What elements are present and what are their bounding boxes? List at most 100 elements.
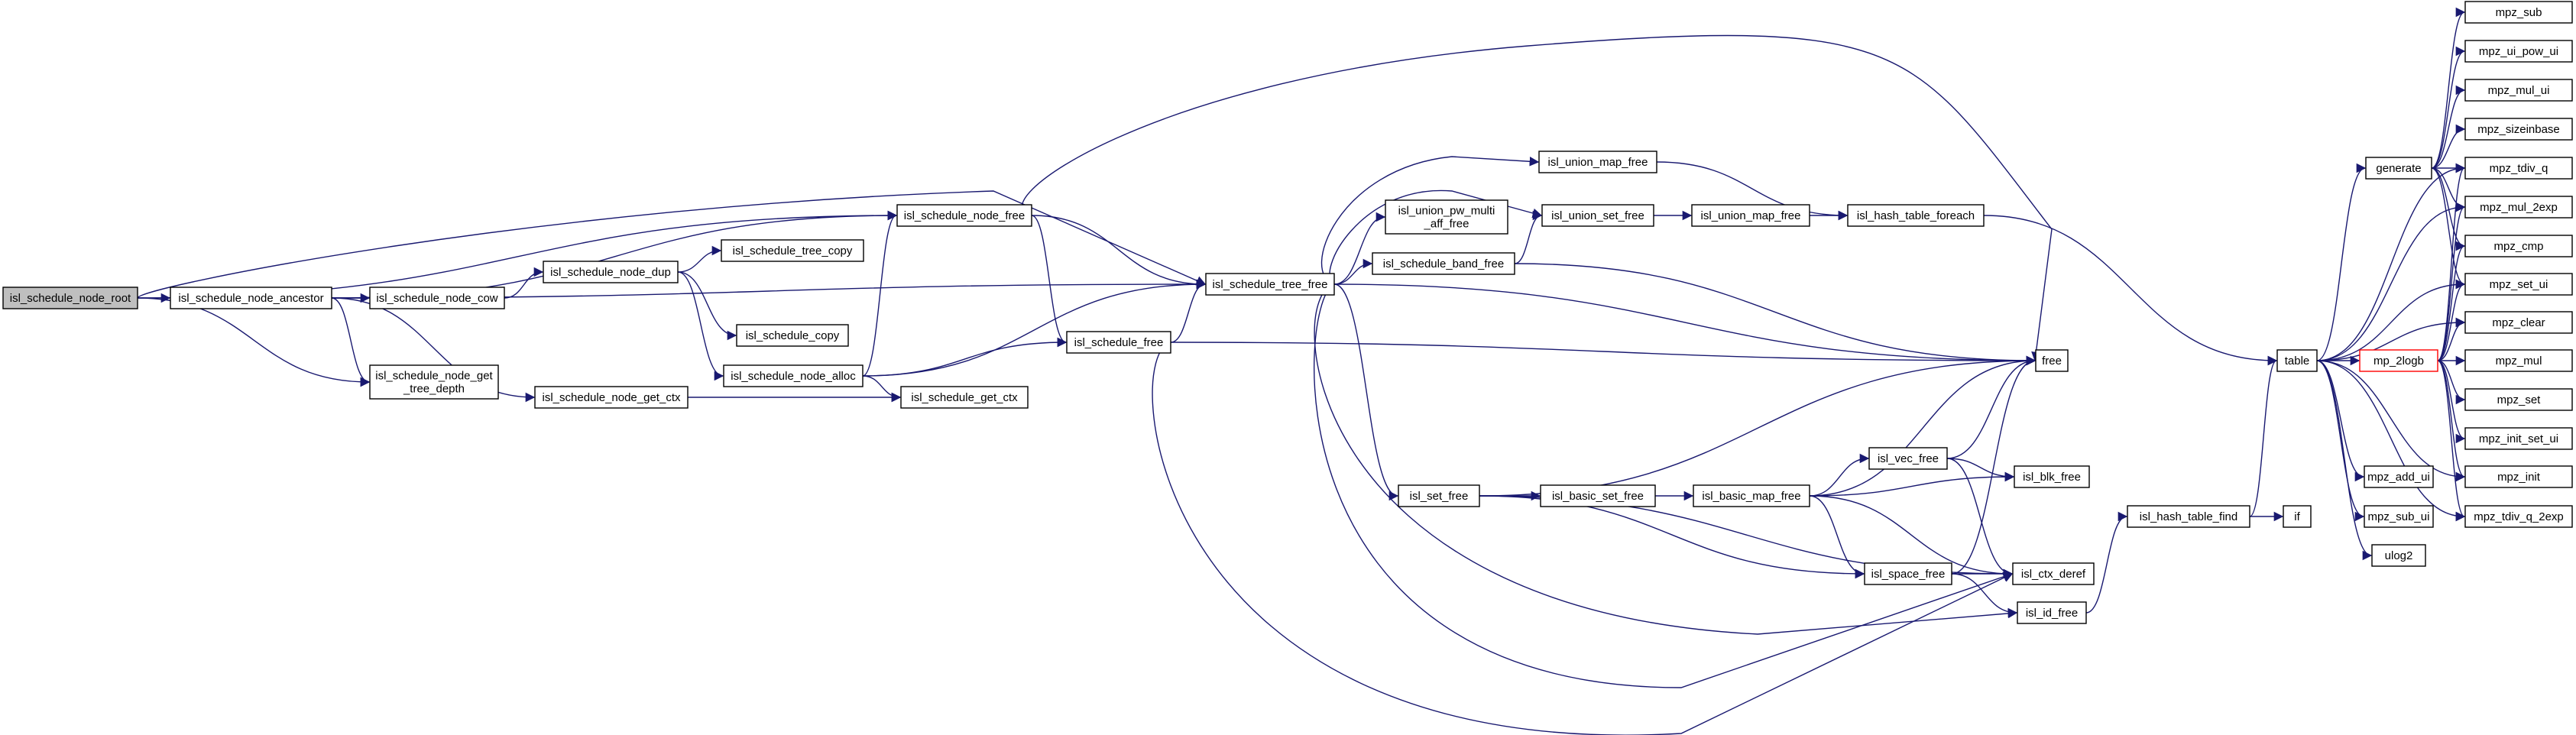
node-isl_schedule_copy[interactable]: isl_schedule_copy (736, 324, 849, 347)
node-isl_vec_free[interactable]: isl_vec_free (1868, 447, 1948, 470)
edge-table-to-mpz_clear (2316, 317, 2466, 361)
edge-isl_set_free-to-isl_ctx_deref (1479, 495, 2014, 579)
edge-table-to-ulog2 (2316, 360, 2373, 561)
node-isl_schedule_node_dup[interactable]: isl_schedule_node_dup (543, 261, 679, 283)
node-isl_union_map_free_mid[interactable]: isl_union_map_free (1691, 204, 1810, 227)
node-label: isl_schedule_node_get (375, 370, 493, 383)
node-mpz_init_set_ui[interactable]: mpz_init_set_ui (2464, 427, 2573, 450)
node-label: isl_hash_table_find (2140, 510, 2237, 523)
edge-isl_schedule_node_alloc-to-isl_schedule_tree_free (862, 279, 1207, 377)
node-isl_schedule_node_get_ctx[interactable]: isl_schedule_node_get_ctx (534, 386, 689, 409)
edge-isl_schedule_free-to-isl_ctx_deref (1152, 342, 2014, 735)
node-mpz_cmp[interactable]: mpz_cmp (2464, 235, 2573, 257)
edge-table-to-mpz_set_ui (2316, 279, 2466, 361)
node-label: mpz_ui_pow_ui (2479, 45, 2558, 58)
node-ulog2[interactable]: ulog2 (2371, 544, 2426, 567)
node-isl_schedule_node_root[interactable]: isl_schedule_node_root (2, 287, 138, 309)
node-label: generate (2376, 162, 2421, 175)
node-isl_basic_map_free[interactable]: isl_basic_map_free (1693, 484, 1810, 507)
edge-mp_2logb-to-mpz_mul_2exp (2437, 202, 2466, 361)
node-label: isl_schedule_node_alloc (731, 370, 856, 383)
node-label: isl_union_map_free (1701, 209, 1801, 222)
node-label: mpz_add_ui (2367, 471, 2430, 484)
node-mpz_add_ui[interactable]: mpz_add_ui (2364, 465, 2434, 488)
node-label: isl_hash_table_foreach (1857, 209, 1975, 222)
node-mpz_sizeinbase[interactable]: mpz_sizeinbase (2464, 118, 2573, 141)
node-mpz_sub[interactable]: mpz_sub (2464, 1, 2573, 24)
node-mpz_init[interactable]: mpz_init (2464, 465, 2573, 488)
nodes-layer: isl_schedule_node_root isl_schedule_node_… (2, 1, 2573, 624)
node-label: isl_union_pw_multi (1398, 205, 1495, 218)
node-isl_schedule_tree_copy[interactable]: isl_schedule_tree_copy (721, 239, 864, 262)
edge-isl_schedule_tree_free-to-isl_schedule_band_free (1333, 258, 1373, 285)
edge-isl_basic_map_free-to-isl_space_free (1809, 495, 1865, 579)
node-isl_schedule_free[interactable]: isl_schedule_free (1066, 331, 1171, 354)
node-label: isl_schedule_node_free (904, 209, 1025, 222)
node-isl_id_free[interactable]: isl_id_free (2017, 601, 2087, 624)
edge-isl_schedule_node_free-to-free (1021, 34, 2053, 362)
edge-isl_schedule_tree_free-to-isl_set_free (1333, 283, 1399, 501)
edge-isl_schedule_free-to-isl_schedule_tree_free (1170, 279, 1207, 343)
node-mpz_sub_ui[interactable]: mpz_sub_ui (2364, 505, 2434, 528)
node-isl_schedule_node_ancestor[interactable]: isl_schedule_node_ancestor (170, 287, 332, 309)
node-label: mpz_set (2497, 393, 2542, 406)
edge-mp_2logb-to-mpz_init_set_ui (2437, 360, 2466, 444)
edge-isl_schedule_tree_free-to-free (1333, 283, 2036, 366)
node-isl_hash_table_foreach[interactable]: isl_hash_table_foreach (1847, 204, 1985, 227)
edge-isl_basic_map_free-to-free (1809, 355, 2036, 497)
node-mp_2logb[interactable]: mp_2logb (2359, 349, 2438, 372)
node-free[interactable]: free (2035, 349, 2069, 372)
node-if[interactable]: if (2283, 505, 2312, 528)
node-isl_union_pw_multi_aff_free[interactable]: isl_union_pw_multi_aff_free (1385, 199, 1508, 235)
node-label: isl_schedule_node_get_ctx (543, 391, 681, 404)
node-mpz_mul_ui[interactable]: mpz_mul_ui (2464, 79, 2573, 102)
edge-table-to-mpz_init (2316, 360, 2466, 482)
node-label: isl_schedule_get_ctx (911, 391, 1018, 404)
node-isl_schedule_node_alloc[interactable]: isl_schedule_node_alloc (723, 364, 864, 387)
node-isl_blk_free[interactable]: isl_blk_free (2014, 465, 2090, 488)
node-mpz_tdiv_q_2exp[interactable]: mpz_tdiv_q_2exp (2464, 505, 2573, 528)
edge-generate-to-mpz_set_ui (2431, 167, 2466, 290)
node-mpz_set_ui[interactable]: mpz_set_ui (2464, 273, 2573, 296)
node-label: _aff_free (1424, 218, 1469, 231)
node-isl_union_set_free[interactable]: isl_union_set_free (1541, 204, 1654, 227)
node-label: isl_space_free (1871, 568, 1946, 581)
node-isl_space_free[interactable]: isl_space_free (1864, 562, 1952, 585)
node-label: mpz_mul_2exp (2480, 201, 2558, 214)
node-label: isl_set_free (1410, 490, 1469, 503)
node-isl_basic_set_free[interactable]: isl_basic_set_free (1540, 484, 1656, 507)
node-isl_ctx_deref[interactable]: isl_ctx_deref (2012, 562, 2095, 585)
edge-table-to-mpz_mul_2exp (2316, 202, 2466, 361)
edge-isl_space_free-to-free (1951, 355, 2036, 575)
node-isl_schedule_band_free[interactable]: isl_schedule_band_free (1372, 252, 1515, 275)
node-isl_union_map_free_top[interactable]: isl_union_map_free (1538, 151, 1657, 173)
edge-isl_schedule_tree_free-to-isl_union_pw_multi_aff_free (1333, 212, 1386, 285)
node-isl_schedule_tree_free[interactable]: isl_schedule_tree_free (1205, 273, 1335, 296)
edge-isl_schedule_node_alloc-to-isl_schedule_node_free (862, 210, 898, 377)
node-label: mpz_tdiv_q_2exp (2474, 510, 2564, 523)
node-mpz_mul_2exp[interactable]: mpz_mul_2exp (2464, 196, 2573, 219)
node-label: mp_2logb (2373, 355, 2424, 368)
edge-isl_schedule_node_free-to-isl_schedule_tree_free (1031, 215, 1207, 290)
node-label: isl_schedule_tree_free (1213, 278, 1328, 291)
node-isl_hash_table_find[interactable]: isl_hash_table_find (2127, 505, 2250, 528)
edge-mp_2logb-to-mpz_set (2437, 360, 2466, 405)
node-label: table (2285, 355, 2310, 368)
node-label: mpz_init_set_ui (2479, 432, 2558, 445)
node-mpz_set[interactable]: mpz_set (2464, 388, 2573, 411)
node-label: mpz_sub_ui (2368, 510, 2430, 523)
node-isl_schedule_node_cow[interactable]: isl_schedule_node_cow (369, 287, 505, 309)
node-isl_schedule_node_free[interactable]: isl_schedule_node_free (896, 204, 1032, 227)
node-mpz_clear[interactable]: mpz_clear (2464, 311, 2573, 334)
edge-isl_schedule_band_free-to-free (1514, 263, 2036, 366)
node-mpz_mul[interactable]: mpz_mul (2464, 349, 2573, 372)
node-isl_schedule_node_get_tree_depth[interactable]: isl_schedule_node_get_tree_depth (369, 364, 499, 400)
node-isl_schedule_get_ctx[interactable]: isl_schedule_get_ctx (900, 386, 1029, 409)
node-table[interactable]: table (2276, 349, 2318, 372)
node-mpz_tdiv_q[interactable]: mpz_tdiv_q (2464, 157, 2573, 180)
node-label: mpz_cmp (2493, 240, 2543, 253)
node-mpz_ui_pow_ui[interactable]: mpz_ui_pow_ui (2464, 40, 2573, 63)
node-isl_set_free[interactable]: isl_set_free (1398, 484, 1480, 507)
node-generate[interactable]: generate (2365, 157, 2432, 180)
